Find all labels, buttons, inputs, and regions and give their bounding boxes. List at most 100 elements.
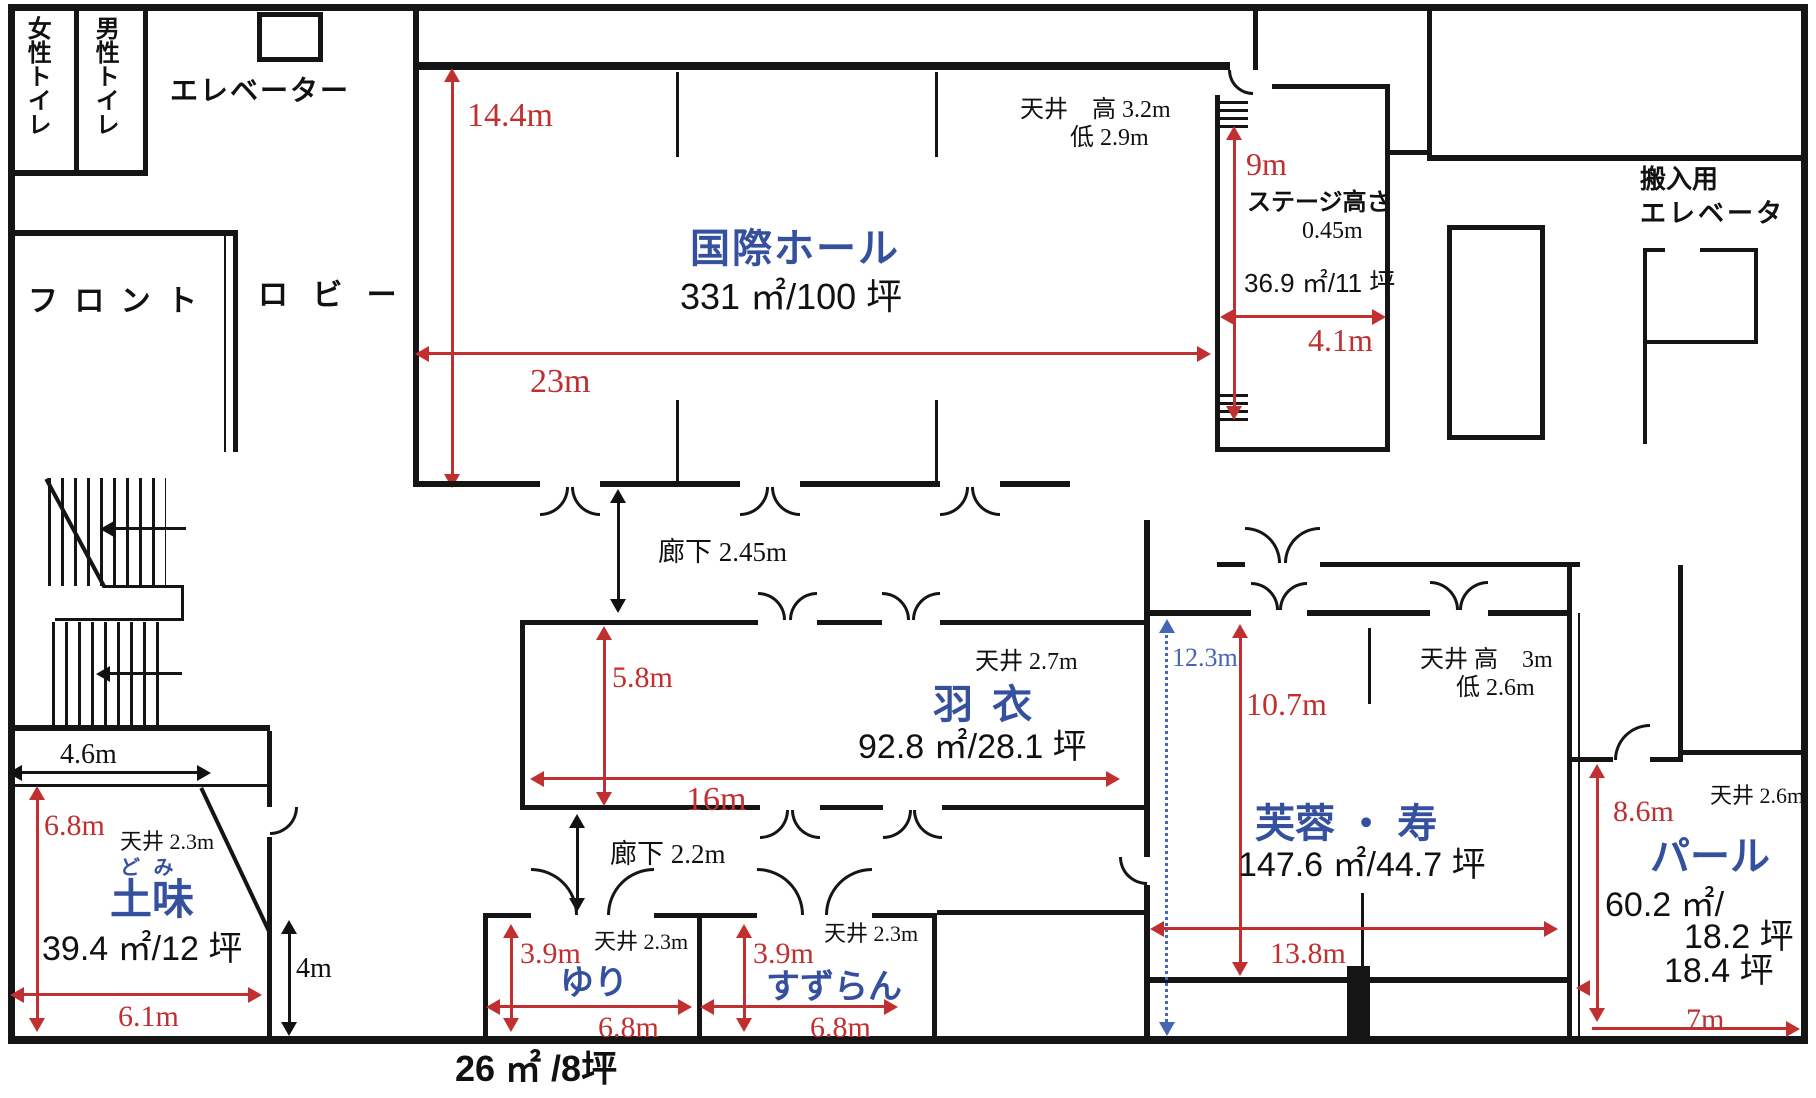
wall-hall-left: [413, 4, 419, 487]
hagoromo-ceiling: 天井 2.7m: [975, 649, 1078, 675]
fuyo-depth-head-u: [1232, 624, 1248, 638]
fuyo-door-arc: [1279, 582, 1307, 610]
domi-top-width-arrow: [16, 771, 201, 774]
label-front-desk: フ ロ ン ト: [28, 285, 202, 318]
stage-depth: 9m: [1246, 146, 1287, 182]
label-elevator: エレベーター: [170, 75, 351, 106]
hall-width-arrow: [423, 352, 1203, 355]
fuyo-ceiling-2: 低 2.6m: [1456, 675, 1535, 701]
hall-partition-tick: [935, 72, 938, 157]
wall-yuri-top: [483, 913, 531, 918]
wall-hall-bottom: [800, 481, 940, 487]
wall-hagoromo-top: [520, 620, 758, 625]
wall-hagoromo-bottom: [820, 805, 883, 810]
wall-domi-diagonal: [199, 787, 271, 933]
hagoromo-door-arc: [791, 810, 820, 839]
fuyo-pillar: [1347, 966, 1370, 1044]
stairs-arrow-upper-line: [112, 527, 186, 530]
suzuran-door-arc: [825, 868, 872, 915]
stage-label: ステージ高さ: [1247, 189, 1391, 216]
wall-yuri-left: [483, 913, 488, 1036]
pearl-area-3: 18.4 坪: [1664, 952, 1774, 990]
wall-hall-bottom: [1000, 481, 1070, 487]
wall-front-right-inner: [224, 236, 226, 452]
hagoromo-door-arc: [883, 810, 912, 839]
hall-depth: 14.4m: [467, 97, 553, 134]
yuri-width-head-r: [678, 999, 692, 1015]
service-shaft-left: [1643, 248, 1647, 344]
hagoromo-depth: 5.8m: [612, 661, 673, 694]
wall-center-divider-lower: [1144, 885, 1150, 1036]
fuyo-door-arc: [1459, 581, 1488, 610]
fuyo-partition-tick: [1368, 628, 1371, 704]
footer-area-label: 26 ㎡ /8坪: [455, 1048, 618, 1089]
stairs-arrow-lower-head: [96, 666, 110, 682]
hall-door-arc: [571, 487, 600, 516]
stage-steps-top: [1220, 101, 1248, 128]
wall-pearl-top: [1568, 757, 1613, 762]
stage-width-arrow: [1228, 315, 1378, 318]
domi-ceiling: 天井 2.3m: [120, 829, 215, 854]
wall-domi-top: [8, 784, 270, 787]
center-divider-door-arc: [1119, 857, 1147, 885]
wall-fuyo-top: [1488, 610, 1572, 616]
suzuran-depth: 3.9m: [753, 937, 814, 970]
domi-side-depth: 4m: [296, 953, 332, 984]
pearl-area-1: 60.2 ㎡/: [1605, 886, 1725, 924]
wall-hagoromo-bottom: [942, 805, 1147, 810]
yuri-depth-arrow: [510, 932, 513, 1024]
wall-suzuran-top: [700, 913, 757, 918]
wall-hagoromo-bottom: [520, 805, 760, 810]
hall-door-arc: [771, 487, 800, 516]
domi-side-arrow: [288, 928, 291, 1028]
yuri-depth: 3.9m: [520, 937, 581, 970]
pearl-depth: 8.6m: [1613, 795, 1674, 828]
domi-width: 6.1m: [118, 1000, 179, 1033]
corridor-main-head-u: [610, 489, 626, 503]
fuyo-span-head-d: [1159, 1022, 1175, 1036]
pearl-width-head-r: [1786, 1021, 1800, 1037]
wall-fuyo-top: [1307, 610, 1430, 616]
elevator-shaft: [257, 12, 323, 62]
suzuran-width-head-r: [884, 999, 898, 1015]
domi-side-head-u: [281, 920, 297, 934]
domi-depth: 6.8m: [44, 809, 105, 842]
stairs-landing-right: [181, 585, 184, 621]
wall-hall-bottom: [413, 481, 540, 487]
wall-midright-h: [1320, 562, 1580, 567]
hall-depth-head-u: [444, 68, 460, 82]
wall-toilet-divider: [74, 4, 79, 176]
domi-depth-head-d: [29, 1018, 45, 1032]
midright-door-arc: [1245, 527, 1281, 563]
stairs-landing-top: [103, 585, 183, 588]
wall-domi-right-lower: [267, 837, 272, 1036]
wall-fuyo-top: [1147, 610, 1251, 616]
wall-hagoromo-top: [817, 620, 882, 625]
fuyo-span-dotted-line: [1165, 630, 1168, 1022]
hagoromo-width: 16m: [686, 781, 747, 818]
label-service-elevator-2: エレベータ: [1640, 198, 1786, 228]
hall-door-arc: [971, 487, 1000, 516]
hagoromo-depth-head-u: [596, 626, 612, 640]
fuyo-depth: 10.7m: [1246, 686, 1327, 722]
wall-small-room-top: [937, 910, 1147, 915]
pearl-depth-head-u: [1589, 764, 1605, 778]
corridor-main-arrow: [617, 497, 620, 605]
stairs-arrow-lower-line: [108, 672, 182, 675]
wall-fuyo-bottom: [1147, 977, 1347, 983]
domi-door-arc: [270, 807, 298, 835]
wall-hall-bottom: [600, 481, 740, 487]
domi-area: 39.4 ㎡/12 坪: [42, 930, 243, 968]
domi-width-head-l: [10, 987, 24, 1003]
wall-outer-top: [8, 4, 1808, 11]
label-toilet-female: 女性トイレ: [23, 16, 51, 136]
stage-height: 0.45m: [1302, 218, 1363, 244]
yuri-depth-head-d: [503, 1018, 519, 1032]
stage-depth-head-d: [1226, 406, 1242, 420]
hall-door-arc: [540, 487, 569, 516]
suzuran-depth-arrow: [743, 932, 746, 1024]
wall-upper-pearl-h: [1683, 750, 1807, 755]
pearl-ceiling: 天井 2.6m: [1710, 783, 1805, 808]
backstage-room: [1447, 225, 1545, 440]
wall-stage-bottom: [1215, 447, 1390, 452]
